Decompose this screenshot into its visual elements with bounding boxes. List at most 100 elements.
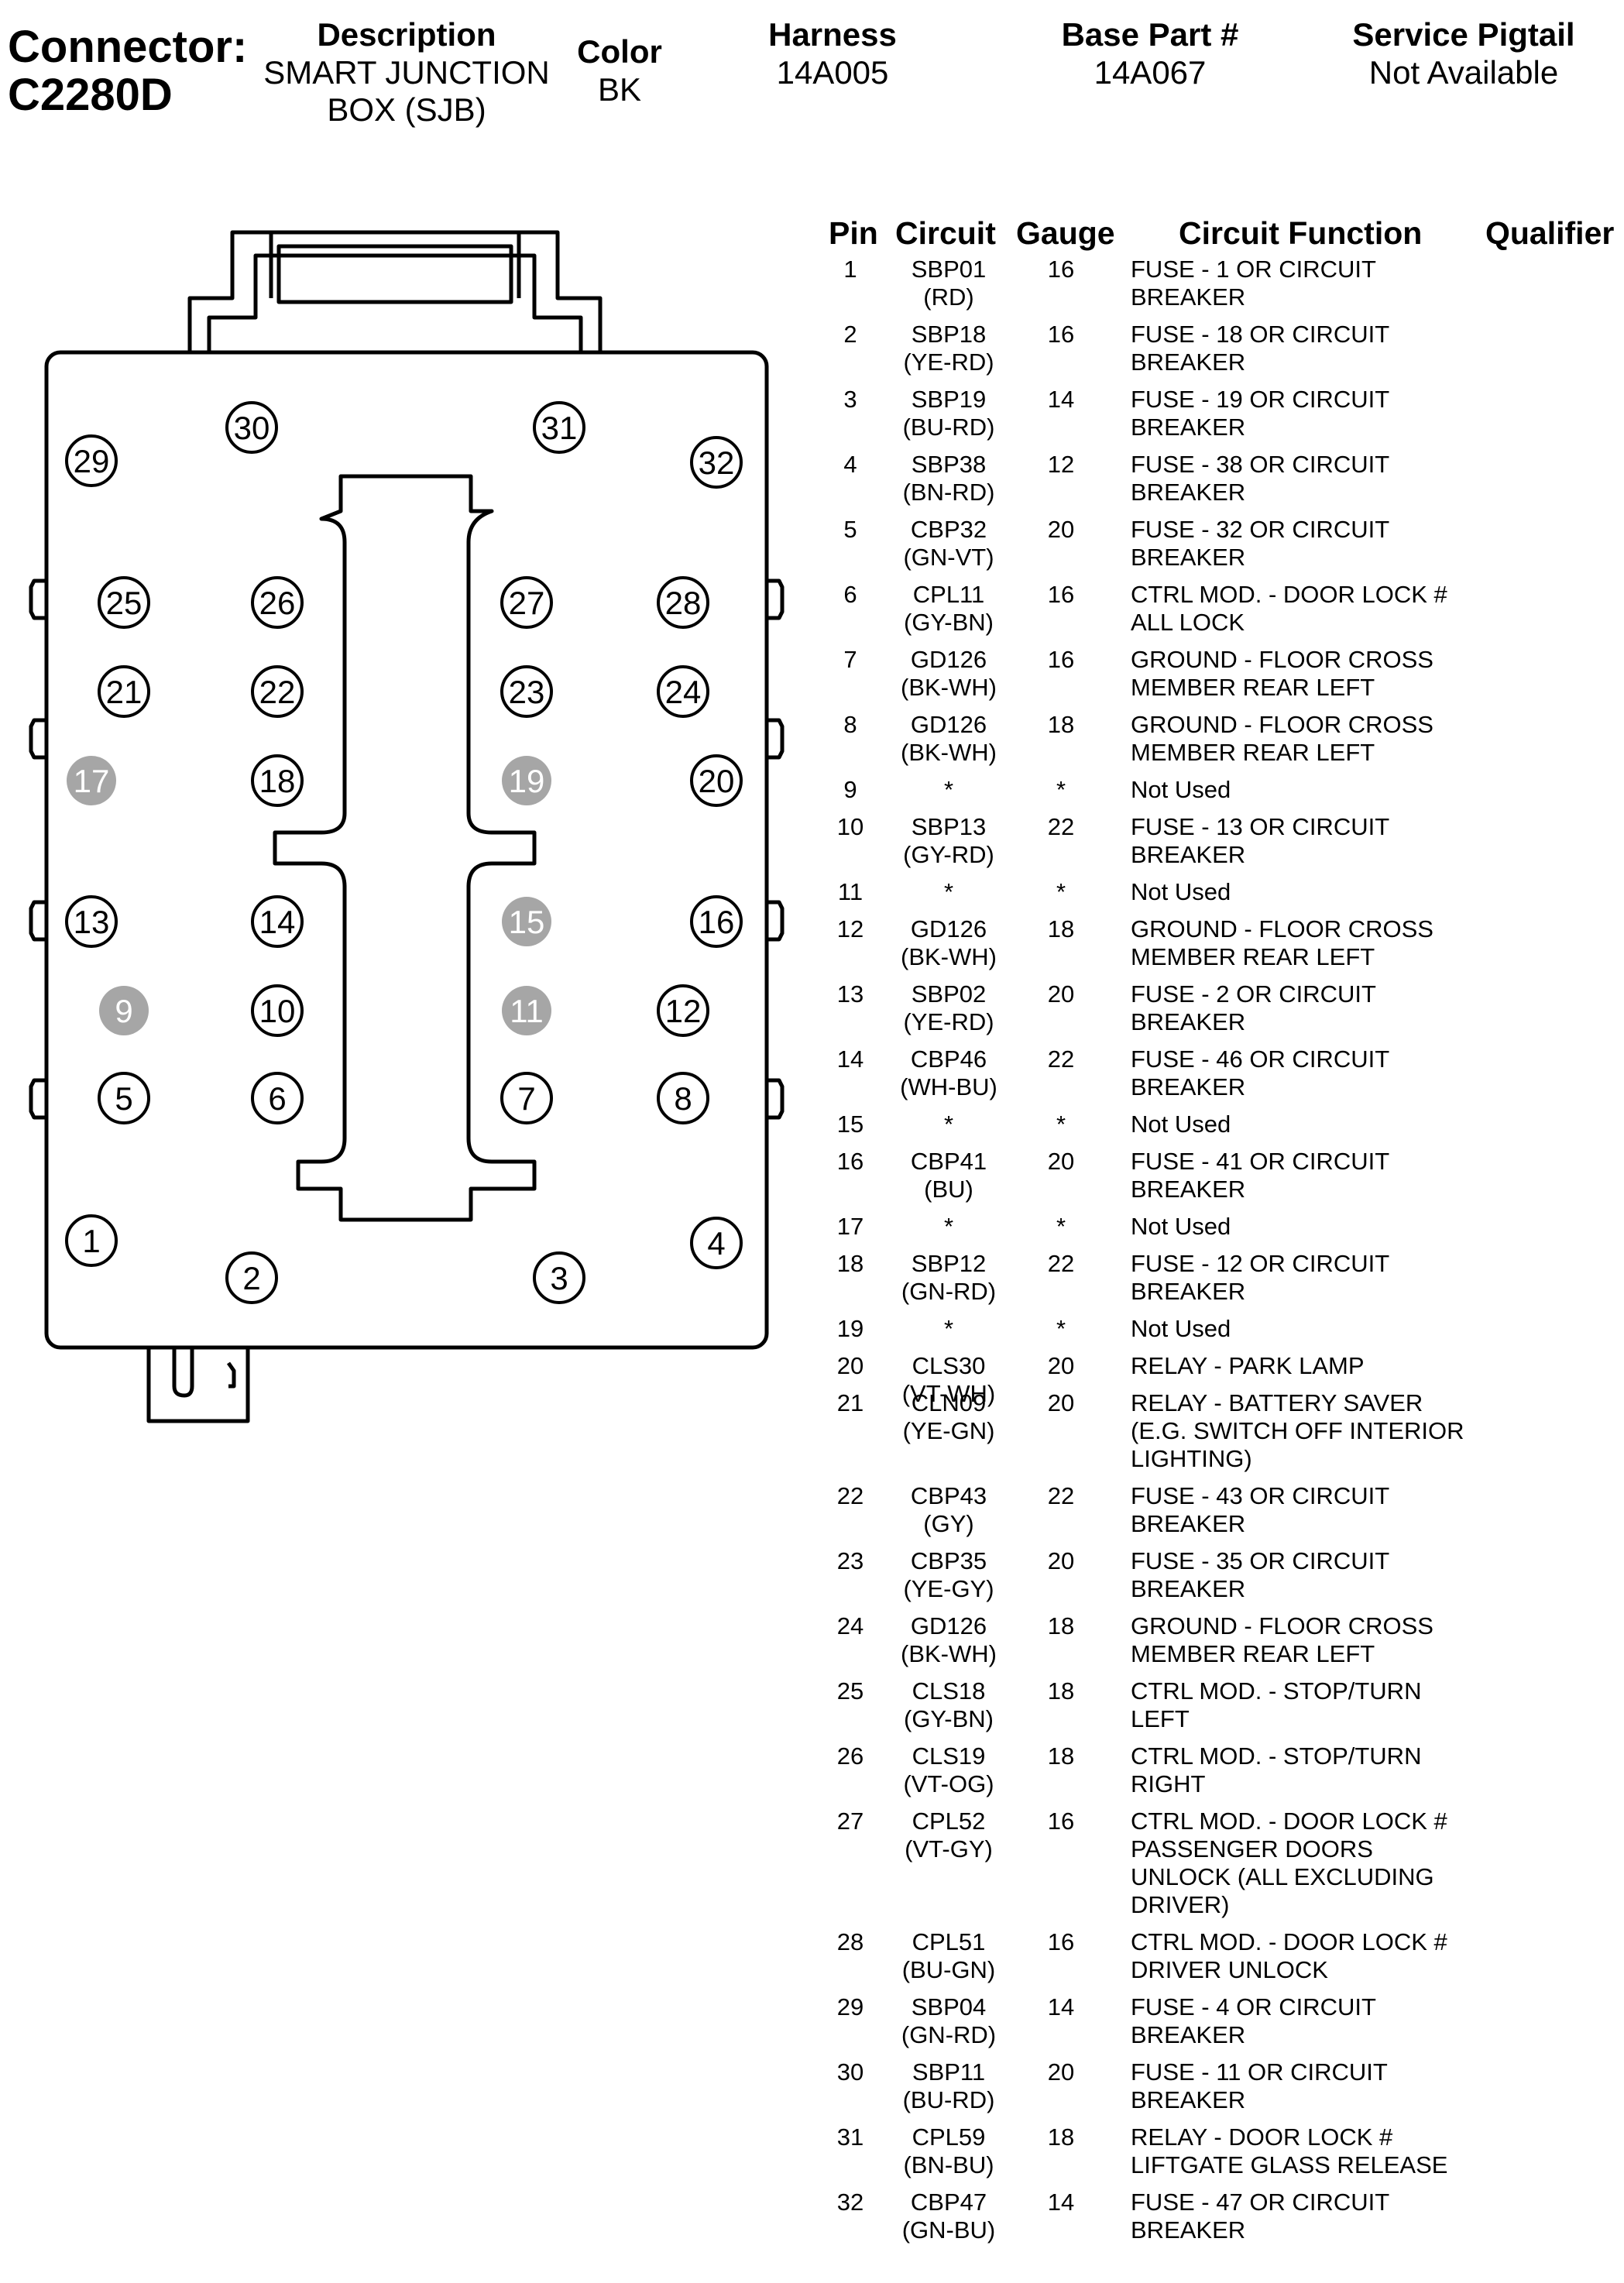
pin-cavity-1: 1 [65,1214,118,1267]
pin-cavity-15: 15 [502,897,551,946]
pin-cavity-26: 26 [251,576,304,629]
circuit-id: CBP32(GN-VT) [903,516,994,571]
wire-gauge: 14 [1047,2189,1075,2216]
pin-label: 23 [509,674,545,710]
wire-gauge: 20 [1047,1547,1075,1574]
wire-gauge: 18 [1047,1742,1075,1770]
pin-number: 21 [836,1389,864,1416]
col-header-gauge: Gauge [1016,215,1115,251]
side-tab [29,718,46,760]
wire-gauge: 22 [1047,1045,1075,1073]
wire-gauge: * [1056,776,1066,803]
pin-label: 31 [541,410,578,446]
pin-label: 11 [510,993,544,1029]
wire-gauge: * [1056,1315,1066,1342]
harness-header: Harness [768,16,897,53]
pin-cavity-20: 20 [690,754,743,807]
pin-number: 23 [836,1547,864,1574]
pin-label: 29 [74,443,110,479]
circuit-id: * [943,776,954,803]
pin-label: 28 [665,585,702,621]
wire-gauge: 14 [1047,1993,1075,2020]
circuit-function: Not Used [1131,776,1231,803]
circuit-id: SBP13(GY-RD) [903,813,994,868]
pin-number: 13 [836,980,864,1008]
pin-cavity-12: 12 [657,984,709,1037]
circuit-id: SBP04(GN-RD) [901,1993,997,2048]
pin-cavity-10: 10 [251,984,304,1037]
top-latch-outline [187,230,603,352]
pin-label: 9 [115,993,132,1029]
circuit-function: RELAY - DOOR LOCK #LIFTGATE GLASS RELEAS… [1131,2123,1448,2178]
pin-cavity-21: 21 [98,665,150,718]
wire-gauge: 18 [1047,711,1075,738]
pin-number: 18 [836,1250,864,1277]
harness-value: 14A005 [776,54,889,91]
wire-gauge: 20 [1047,1352,1075,1379]
connector-label: Connector: [8,22,248,72]
pin-cavity-3: 3 [533,1251,585,1304]
pin-label: 10 [259,993,296,1029]
description-line-2: BOX (SJB) [327,91,486,128]
wire-gauge: 20 [1047,516,1075,543]
connector-body [44,350,769,1350]
pin-label: 16 [699,904,735,940]
pin-number: 19 [836,1315,864,1342]
side-tab [767,718,785,760]
wire-gauge: * [1056,1213,1066,1240]
service-pigtail-column: Service Pigtail Not Available [1317,15,1611,91]
pin-cavity-19: 19 [502,756,551,805]
pin-number: 6 [843,581,857,608]
circuit-id: CBP41(BU) [910,1148,987,1203]
pin-number: 28 [836,1928,864,1955]
pin-label: 8 [674,1080,692,1117]
pin-label: 14 [259,904,296,940]
pin-number: 16 [836,1148,864,1175]
circuit-id: SBP01(RD) [911,256,987,311]
circuit-id: * [943,1213,954,1240]
circuit-function: Not Used [1131,1213,1231,1240]
circuit-id: GD126(BK-WH) [901,646,997,701]
pin-cavity-22: 22 [251,665,304,718]
table-row: 19**Not Used [813,1315,1624,1343]
pin-number: 25 [836,1677,864,1705]
circuit-id: CPL59(BN-BU) [903,2123,994,2178]
wire-gauge: 20 [1047,2058,1075,2086]
circuit-id: GD126(BK-WH) [901,711,997,766]
wire-gauge: 14 [1047,386,1075,413]
pin-number: 9 [843,776,857,803]
pin-number: 24 [836,1612,864,1639]
pin-cavity-2: 2 [225,1251,278,1304]
table-row: 17**Not Used [813,1213,1624,1241]
pin-number: 14 [836,1045,864,1073]
service-pigtail-header: Service Pigtail [1352,16,1575,53]
wire-gauge: 20 [1047,980,1075,1008]
wire-gauge: 18 [1047,1612,1075,1639]
top-latch-slot [276,244,513,304]
circuit-function: CTRL MOD. - DOOR LOCK #ALL LOCK [1131,581,1447,636]
circuit-function: CTRL MOD. - DOOR LOCK #DRIVER UNLOCK [1131,1928,1447,1983]
wire-gauge: 22 [1047,1250,1075,1277]
pin-label: 21 [106,674,142,710]
table-row: 15**Not Used [813,1111,1624,1138]
